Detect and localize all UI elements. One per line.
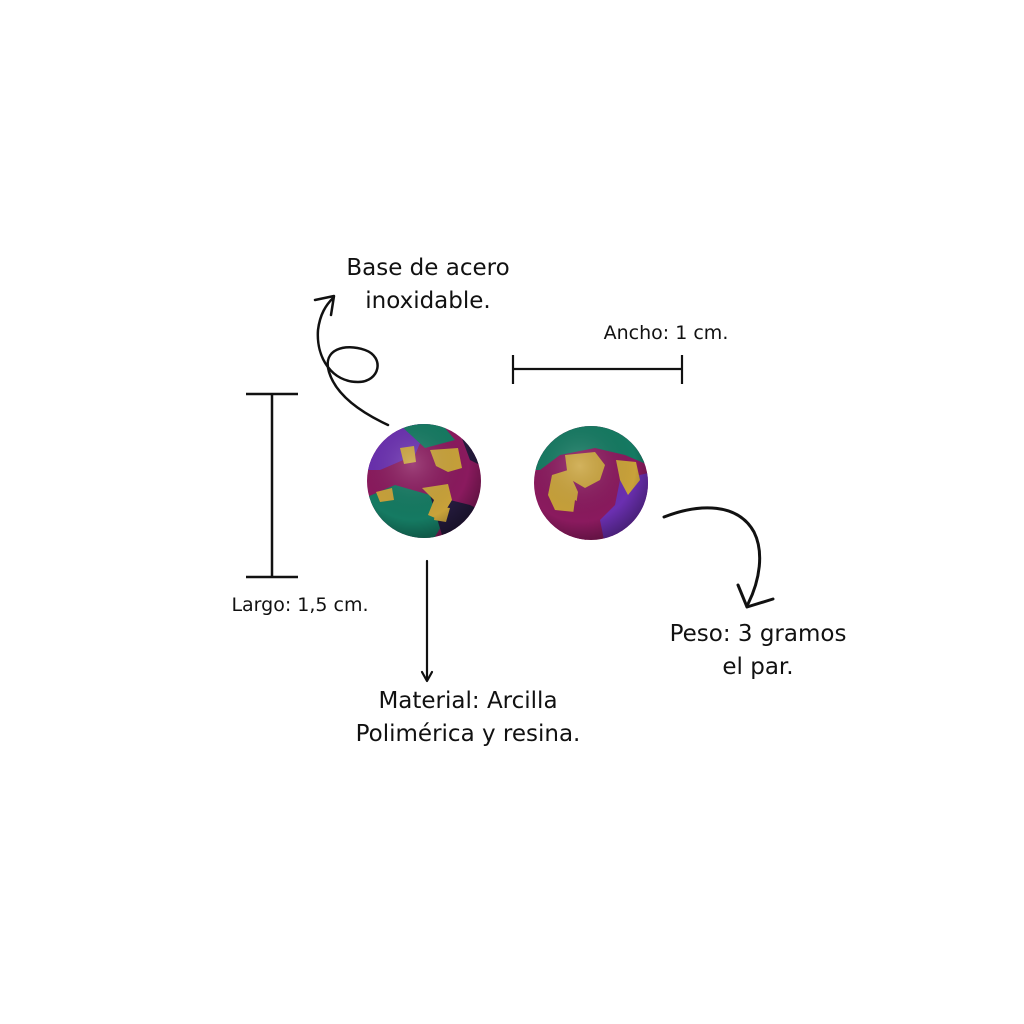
material-label-line1: Material: Arcilla	[378, 688, 558, 714]
material-label: Material: Arcilla Polimérica y resina.	[318, 685, 618, 752]
material-label-line2: Polimérica y resina.	[355, 721, 581, 748]
curly-arrow-icon	[313, 294, 390, 427]
length-dimension-bar	[246, 392, 298, 579]
base-label-line2: inoxidable.	[365, 288, 491, 315]
weight-label: Peso: 3 gramos el par.	[640, 618, 876, 685]
weight-label-line1: Peso: 3 gramos	[669, 621, 847, 647]
base-label-line1: Base de acero	[346, 255, 510, 281]
weight-label-line2: el par.	[722, 654, 794, 681]
width-dimension-bar	[511, 355, 684, 384]
width-label-text: Ancho: 1 cm.	[603, 322, 729, 344]
right-earring	[534, 426, 648, 540]
width-label: Ancho: 1 cm.	[586, 320, 746, 348]
curved-arrow-icon	[662, 506, 775, 609]
left-earring	[367, 424, 481, 538]
length-label: Largo: 1,5 cm.	[210, 592, 390, 620]
length-label-text: Largo: 1,5 cm.	[231, 594, 369, 616]
base-label: Base de acero inoxidable.	[313, 252, 543, 319]
down-arrow-icon	[420, 559, 434, 683]
